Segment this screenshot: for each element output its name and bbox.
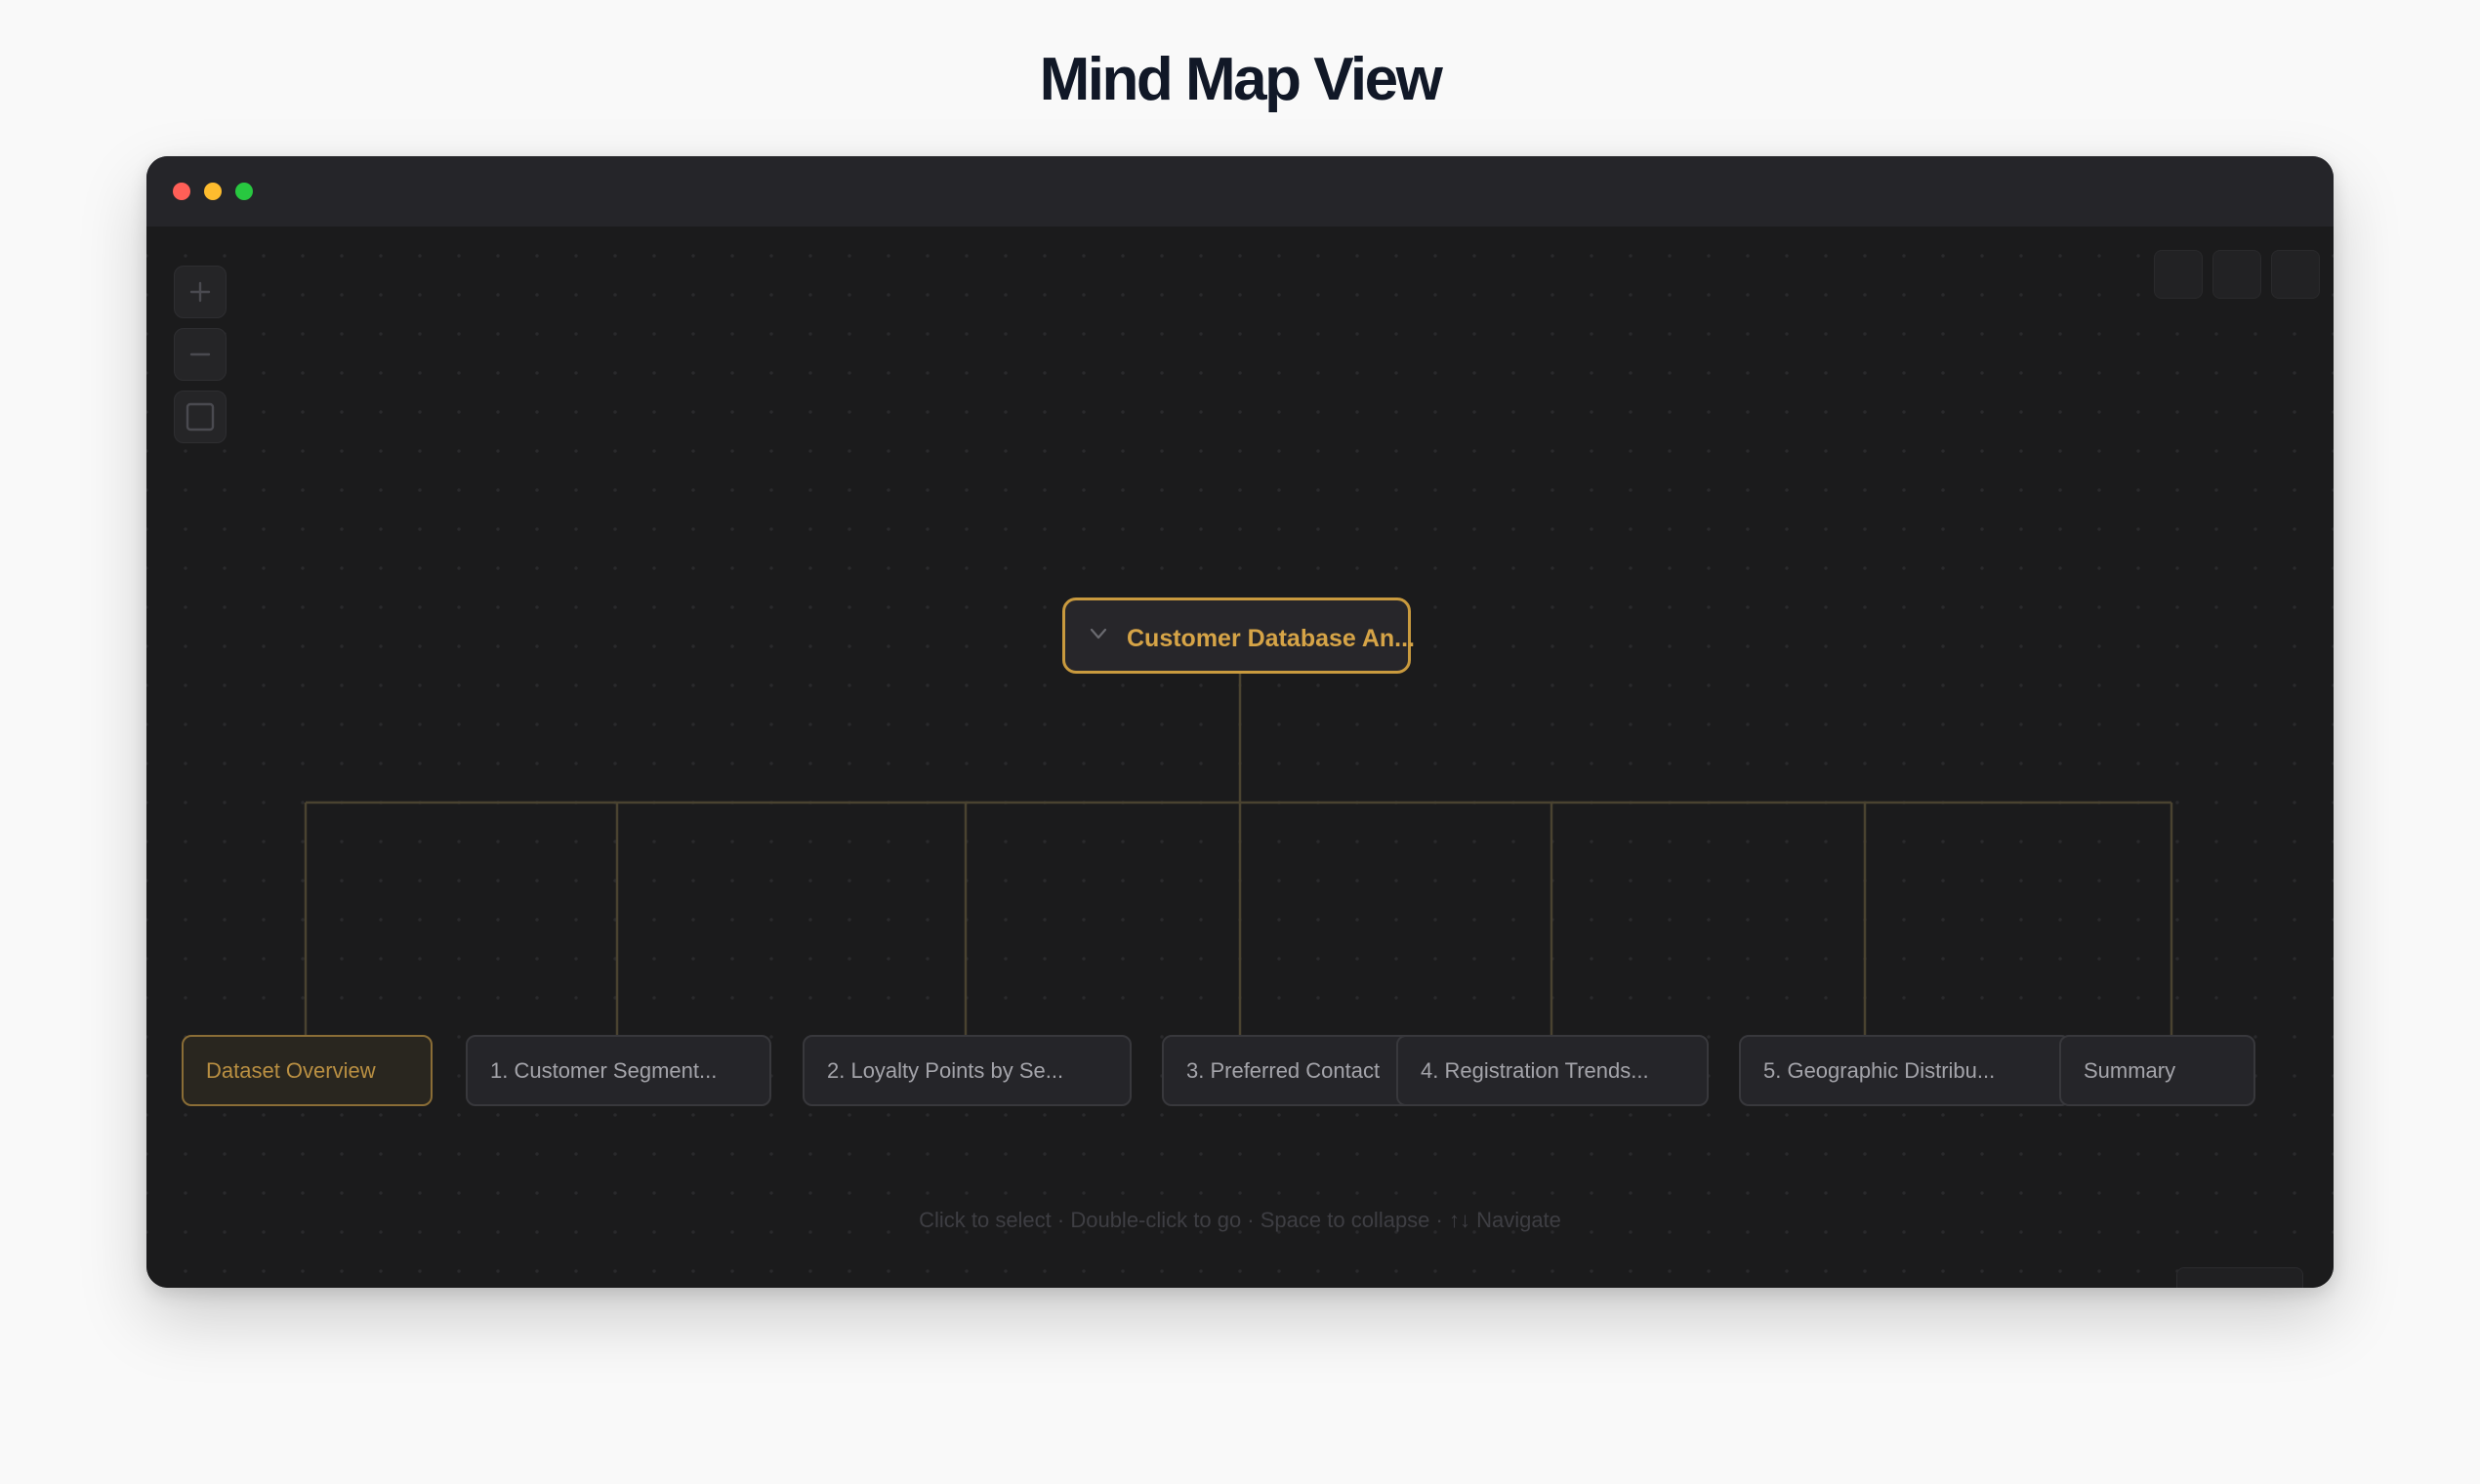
toolbar-button-1[interactable] — [2154, 250, 2203, 299]
plus-icon — [189, 281, 211, 303]
zoom-in-button[interactable] — [174, 266, 227, 318]
toolbar-button-2[interactable] — [2212, 250, 2261, 299]
child-node-registration-trends[interactable]: 4. Registration Trends... — [1396, 1035, 1709, 1106]
child-node-summary[interactable]: Summary — [2059, 1035, 2255, 1106]
window-titlebar — [146, 156, 2334, 227]
root-node-label: Customer Database An... — [1127, 625, 1415, 652]
child-node-dataset-overview[interactable]: Dataset Overview — [182, 1035, 433, 1106]
app-window: Customer Database An... Dataset Overview… — [146, 156, 2334, 1288]
minimap-preview — [2177, 1268, 2302, 1288]
fit-view-button[interactable] — [174, 391, 227, 443]
child-node-geographic-distribution[interactable]: 5. Geographic Distribu... — [1739, 1035, 2071, 1106]
minus-icon — [189, 352, 211, 356]
page-title: Mind Map View — [1039, 46, 1443, 113]
square-icon — [186, 402, 215, 432]
connector-lines — [304, 674, 2173, 1035]
child-node-loyalty-points[interactable]: 2. Loyalty Points by Se... — [803, 1035, 1132, 1106]
zoom-out-button[interactable] — [174, 328, 227, 381]
chevron-down-icon[interactable] — [1089, 626, 1108, 641]
minimize-window-button[interactable] — [204, 183, 222, 200]
keyboard-hint: Click to select · Double-click to go · S… — [919, 1208, 1561, 1232]
close-window-button[interactable] — [173, 183, 190, 200]
root-node[interactable]: Customer Database An... — [1062, 598, 1415, 674]
mindmap-canvas[interactable]: Customer Database An... Dataset Overview… — [146, 227, 2334, 1288]
maximize-window-button[interactable] — [235, 183, 253, 200]
minimap[interactable] — [2176, 1267, 2303, 1288]
toolbar-button-3[interactable] — [2271, 250, 2320, 299]
child-node-customer-segment[interactable]: 1. Customer Segment... — [466, 1035, 771, 1106]
